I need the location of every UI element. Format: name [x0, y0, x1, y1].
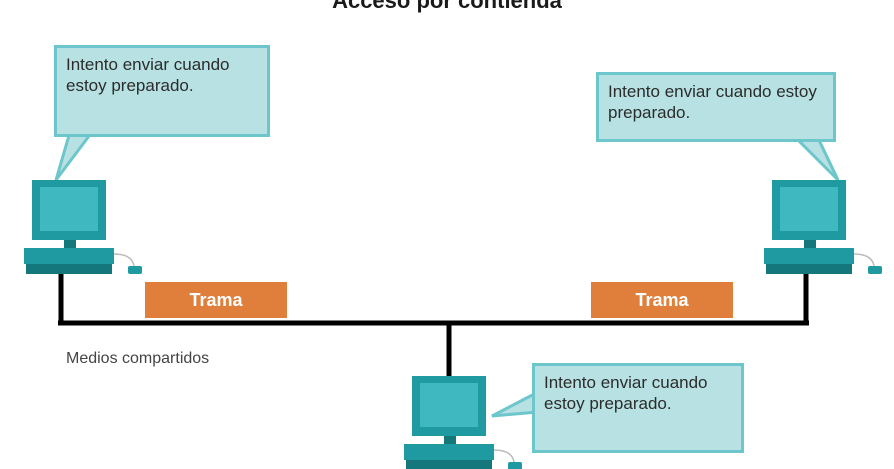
speech-bubble-left: Intento enviar cuando estoy preparado. [54, 45, 270, 137]
speech-bubble-bottom: Intento enviar cuando estoy preparado. [532, 363, 744, 453]
frame-right: Trama [591, 282, 733, 318]
shared-medium-label: Medios compartidos [66, 350, 210, 367]
bubble-tail-left [54, 130, 95, 181]
diagram-title: Acceso por contienda [332, 0, 562, 13]
computer-left-icon [23, 179, 143, 275]
bubble-tail-right [792, 136, 840, 182]
frame-left: Trama [145, 282, 287, 318]
computer-right-icon [763, 179, 883, 275]
computer-bottom-icon [403, 375, 523, 469]
speech-bubble-right: Intento enviar cuando estoy preparado. [596, 72, 836, 142]
